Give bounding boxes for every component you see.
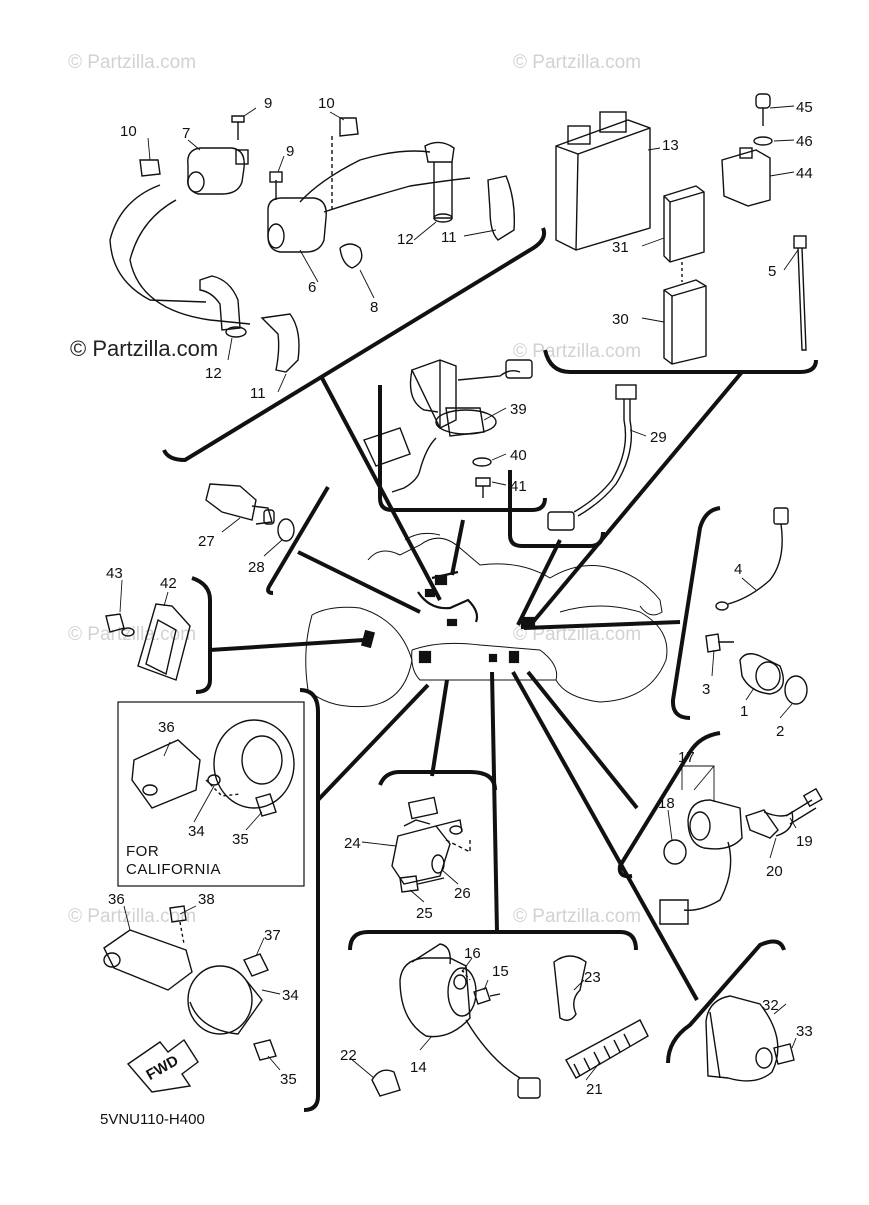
callout-26: 26 [454, 885, 471, 902]
callout-23: 23 [584, 969, 601, 986]
callout-41: 41 [510, 478, 527, 495]
fuel-sender-group [363, 359, 533, 498]
callout-5: 5 [768, 263, 776, 280]
callout-27: 27 [198, 533, 215, 550]
watermark-dark: © Partzilla.com [70, 336, 218, 361]
callout-37: 37 [264, 927, 281, 944]
watermark: © Partzilla.com [513, 624, 641, 645]
callout-30: 30 [612, 311, 629, 328]
callout-28: 28 [248, 559, 265, 576]
callout-36: 36 [108, 891, 125, 908]
callout-32: 32 [762, 997, 779, 1014]
callout-14: 14 [410, 1059, 427, 1076]
callout-33: 33 [796, 1023, 813, 1040]
sensor-24-group [391, 796, 471, 893]
callout-35: 35 [280, 1071, 297, 1088]
watermark: © Partzilla.com [513, 906, 641, 927]
callout-11: 11 [441, 229, 457, 246]
california-horn-box [117, 701, 305, 887]
callout-34: 34 [282, 987, 299, 1004]
vehicle-silhouette [305, 532, 668, 708]
watermark: © Partzilla.com [68, 52, 196, 73]
reflector-group [105, 603, 191, 681]
callout-13: 13 [662, 137, 679, 154]
callout-4: 4 [734, 561, 742, 578]
starter-group [371, 943, 649, 1099]
callout-36: 36 [158, 719, 175, 736]
callout-45: 45 [796, 99, 813, 116]
callout-18: 18 [658, 795, 675, 812]
callout-43: 43 [106, 565, 123, 582]
group-leaders [209, 370, 744, 1001]
callout-22: 22 [340, 1047, 357, 1064]
callout-10: 10 [318, 95, 335, 112]
horn-left-group [103, 905, 277, 1093]
vehicle-harness [360, 570, 536, 664]
bracket-right-mid [617, 731, 721, 879]
callout-10: 10 [120, 123, 137, 140]
bracket-sensor-27 [266, 485, 330, 595]
ecu-group [555, 93, 807, 365]
callout-leaders [119, 105, 799, 1081]
callout-40: 40 [510, 447, 527, 464]
callout-39: 39 [510, 401, 527, 418]
callout-21: 21 [586, 1081, 603, 1098]
watermark: © Partzilla.com [513, 341, 641, 362]
california-label-line1: FOR [126, 843, 159, 860]
callout-31: 31 [612, 239, 629, 256]
ignition-coil-group [109, 115, 516, 373]
callout-9: 9 [286, 143, 294, 160]
callout-11: 11 [250, 385, 266, 402]
callout-8: 8 [370, 299, 378, 316]
watermark: © Partzilla.com [68, 906, 196, 927]
sensor-27-group [205, 483, 295, 542]
callout-9: 9 [264, 95, 272, 112]
callout-34: 34 [188, 823, 205, 840]
bracket-horn-right [666, 939, 786, 1064]
callout-44: 44 [796, 165, 813, 182]
horn-right-group [705, 995, 795, 1082]
sensor-17-group [659, 787, 823, 925]
callout-25: 25 [416, 905, 433, 922]
group-brackets [162, 227, 818, 1112]
callout-42: 42 [160, 575, 177, 592]
callout-35: 35 [232, 831, 249, 848]
callout-20: 20 [766, 863, 783, 880]
callout-12: 12 [205, 365, 222, 382]
fwd-arrow-label: FWD [143, 1052, 181, 1084]
callout-19: 19 [796, 833, 813, 850]
callout-17: 17 [678, 749, 695, 766]
bracket-reflector [191, 576, 212, 694]
callout-38: 38 [198, 891, 215, 908]
callout-6: 6 [308, 279, 316, 296]
bracket-right-upper [670, 506, 721, 720]
watermark: © Partzilla.com [513, 52, 641, 73]
bracket-sensor-24 [378, 770, 497, 791]
bracket-horn-left [299, 688, 320, 1112]
callout-16: 16 [464, 945, 481, 962]
california-label-line2: CALIFORNIA [126, 861, 221, 878]
diagram-code: 5VNU110-H400 [100, 1111, 205, 1128]
callout-2: 2 [776, 723, 784, 740]
sensor-1-group [705, 507, 808, 705]
callout-12: 12 [397, 231, 414, 248]
bracket-starter [348, 930, 638, 951]
sub-harness-29 [547, 384, 637, 531]
callout-46: 46 [796, 133, 813, 150]
callout-1: 1 [740, 703, 748, 720]
callout-7: 7 [182, 125, 190, 142]
callout-15: 15 [492, 963, 509, 980]
callout-24: 24 [344, 835, 361, 852]
bracket-ignition-group [162, 227, 547, 463]
callout-3: 3 [702, 681, 710, 698]
callout-29: 29 [650, 429, 667, 446]
bracket-ecu-group [543, 349, 818, 374]
callout-labels: 9 10 10 7 9 12 11 6 8 12 11 13 31 30 45 … [100, 95, 813, 1128]
